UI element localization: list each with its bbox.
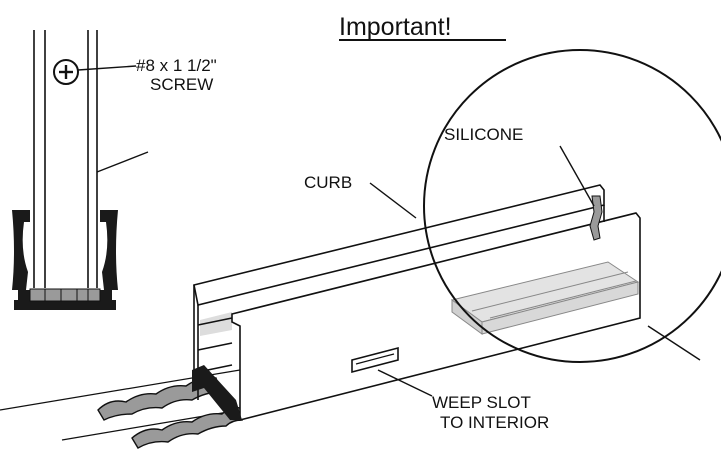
channel-gasket-profile xyxy=(12,210,118,310)
phillips-screw-head-icon xyxy=(53,59,79,85)
curb-label: CURB xyxy=(304,173,352,192)
screw-label-line1: #8 x 1 1/2" xyxy=(136,56,217,75)
important-title: Important! xyxy=(339,13,452,41)
silicone-joint-bead xyxy=(589,195,603,241)
setting-block-section xyxy=(29,288,101,302)
weep-leader-line xyxy=(377,369,433,397)
detail-magnifier-circle xyxy=(423,49,721,363)
curb-end-shade xyxy=(200,312,232,336)
curb-profile xyxy=(193,184,641,422)
curb-end-profile xyxy=(192,365,242,420)
glass-leader-line xyxy=(96,151,149,173)
screw-leader-line xyxy=(77,65,137,71)
silicone-label: SILICONE xyxy=(444,125,523,144)
weep-label-line2: TO INTERIOR xyxy=(440,413,549,432)
silicone-leader-line xyxy=(559,145,595,207)
detail-leader-line xyxy=(647,325,701,361)
weep-slot xyxy=(351,346,399,374)
glass-panel-section xyxy=(33,30,98,288)
curb-leader-line xyxy=(369,182,417,219)
setting-block xyxy=(450,261,640,335)
screw-label-line2: SCREW xyxy=(150,75,213,94)
weep-label-line1: WEEP SLOT xyxy=(432,393,531,412)
